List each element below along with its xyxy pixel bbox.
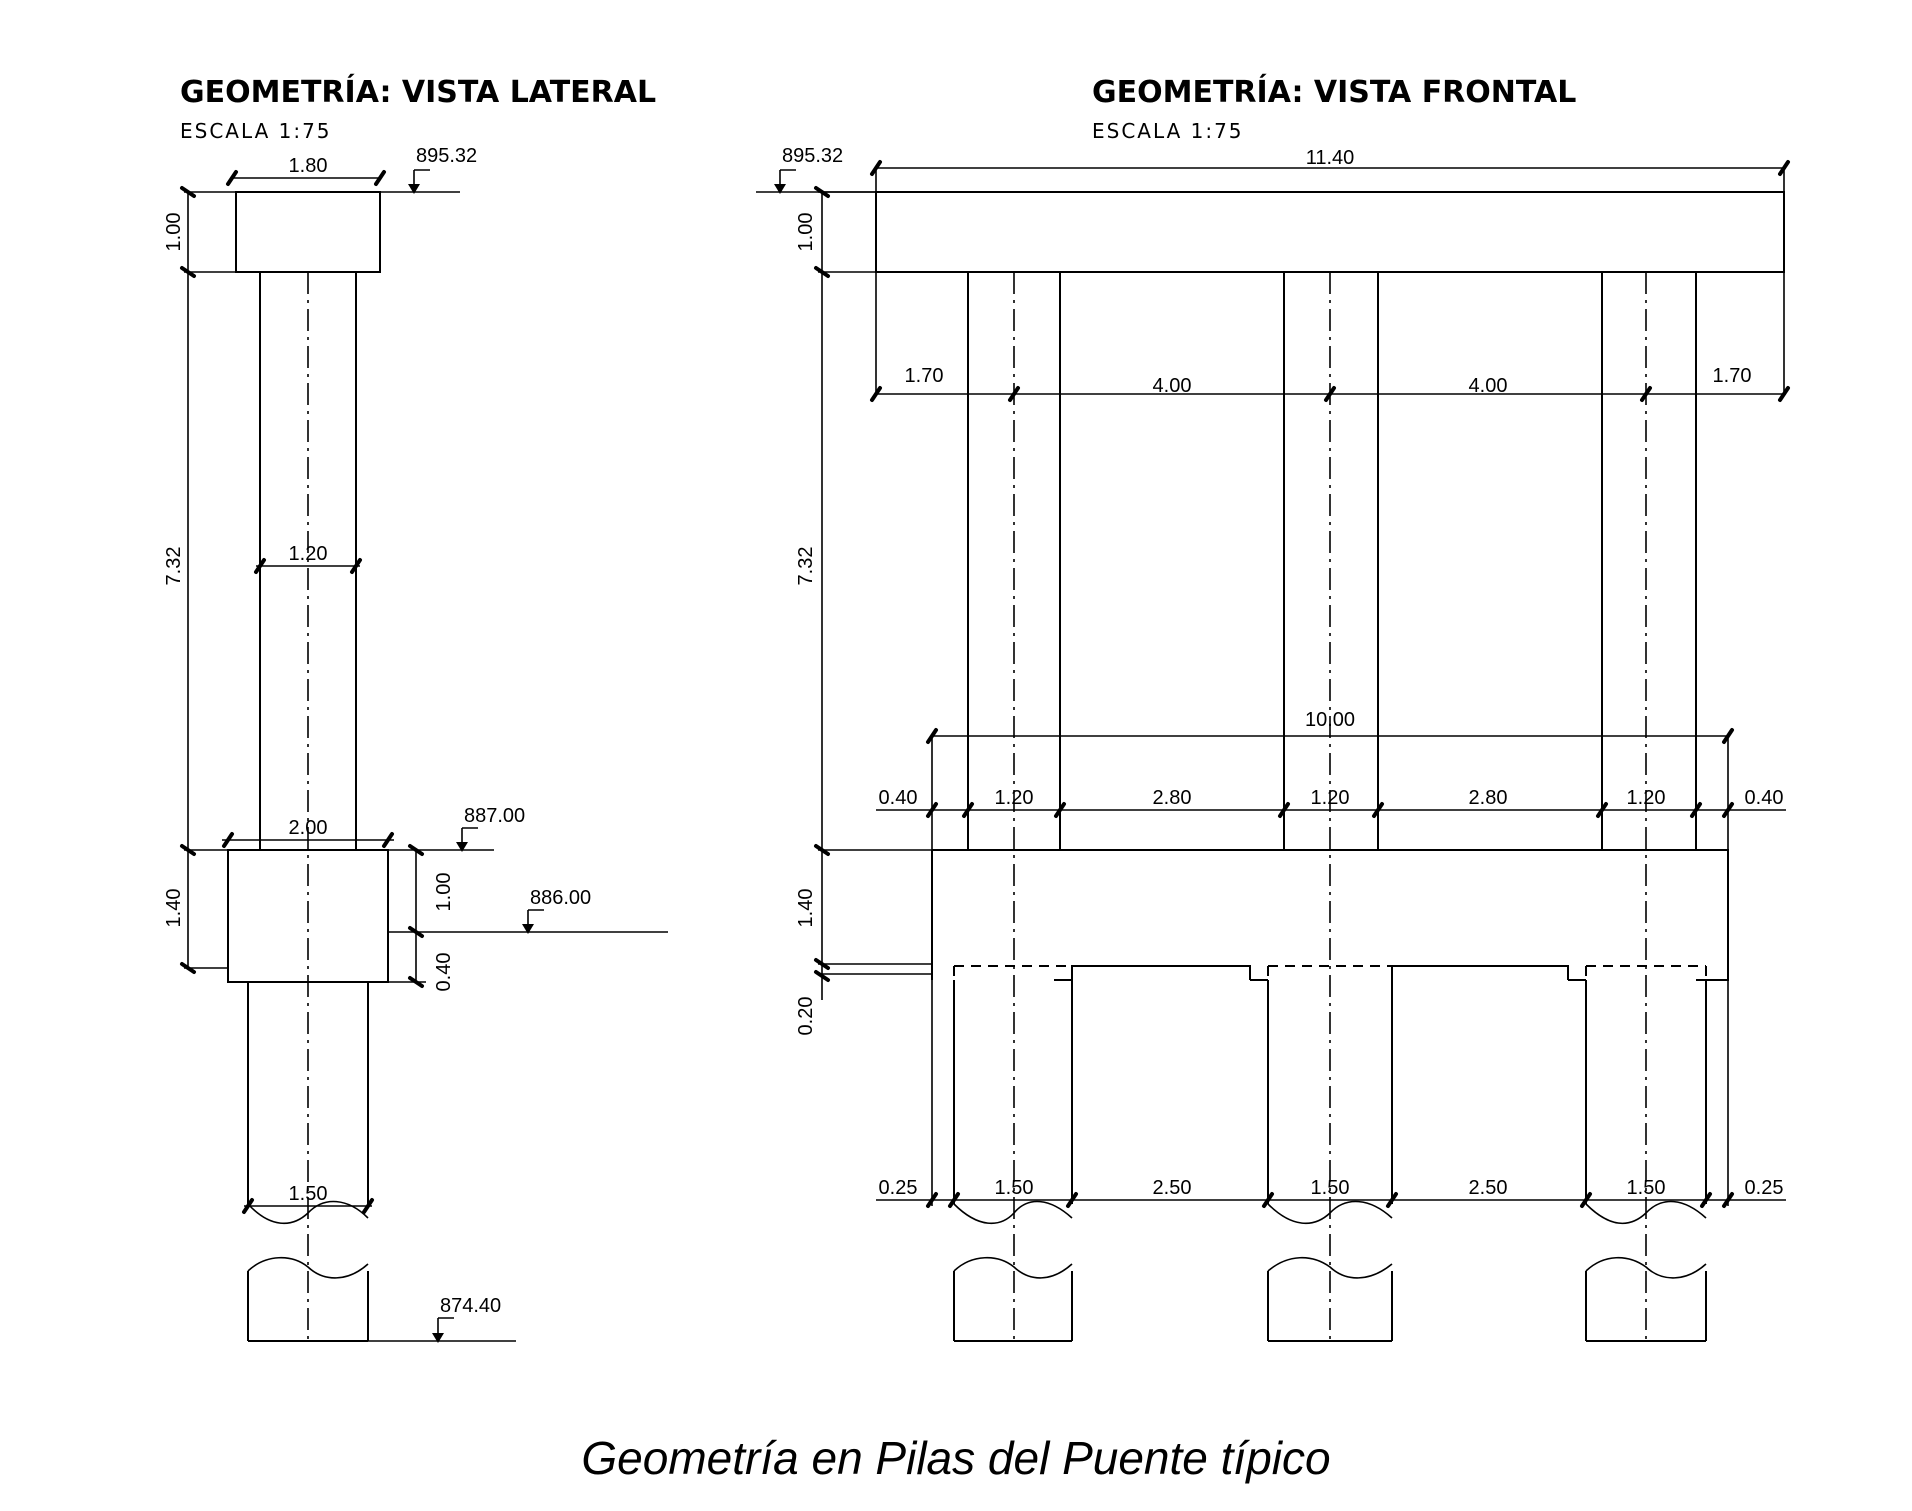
frontal-column-spacing-4: 1.20 xyxy=(1311,787,1350,809)
frontal-pile-2 xyxy=(1267,980,1393,1342)
frontal-dim-line-total xyxy=(875,167,1786,396)
frontal-cap-spacing-3: 4.00 xyxy=(1469,375,1508,397)
lateral-elev-top-marker xyxy=(380,169,460,193)
frontal-view: GEOMETRÍA: VISTA FRONTAL ESCALA 1:75 11.… xyxy=(756,74,1790,1345)
frontal-column-spacing-5: 2.80 xyxy=(1469,787,1508,809)
lateral-dim-footing-upper: 1.00 xyxy=(433,873,455,912)
frontal-pile-3 xyxy=(1585,980,1707,1342)
lateral-ground-line xyxy=(426,909,668,933)
lateral-vertical-dim-lines xyxy=(184,191,260,969)
frontal-dim-line-footing xyxy=(931,735,1729,850)
frontal-column-spacing-7: 0.40 xyxy=(1745,787,1784,809)
figure-caption: Geometría en Pilas del Puente típico xyxy=(581,1432,1330,1484)
frontal-column-spacing-1: 0.40 xyxy=(879,787,918,809)
lateral-elev-tip-marker xyxy=(368,1317,516,1342)
frontal-footing xyxy=(931,849,1729,981)
frontal-pile-breaks-lower xyxy=(953,1256,1707,1279)
frontal-pile-spacing-2: 1.50 xyxy=(995,1177,1034,1199)
lateral-view: GEOMETRÍA: VISTA LATERAL ESCALA 1:75 1.8… xyxy=(163,74,668,1345)
frontal-center-axes xyxy=(1013,272,1647,1345)
lateral-pile xyxy=(247,982,369,1342)
lateral-dim-footing-lower: 0.40 xyxy=(433,953,455,992)
frontal-column-spacing-2: 1.20 xyxy=(995,787,1034,809)
frontal-pile-spacing-4: 1.50 xyxy=(1311,1177,1350,1199)
frontal-title: GEOMETRÍA: VISTA FRONTAL xyxy=(1092,74,1576,110)
frontal-dim-footing-height: 1.40 xyxy=(795,889,817,928)
frontal-dim-column-height: 7.32 xyxy=(795,547,817,586)
lateral-right-dim-lines xyxy=(388,850,426,983)
frontal-column-spacing-6: 1.20 xyxy=(1627,787,1666,809)
lateral-pier-cap xyxy=(235,191,381,273)
lateral-elev-footing-top: 887.00 xyxy=(464,805,525,827)
frontal-pile-spacing-5: 2.50 xyxy=(1469,1177,1508,1199)
frontal-elev-top: 895.32 xyxy=(782,145,843,167)
lateral-scale: ESCALA 1:75 xyxy=(180,119,332,143)
frontal-vertical-dim-lines xyxy=(818,191,968,1000)
lateral-elev-footing-marker xyxy=(388,827,494,851)
lateral-elev-pile-tip: 874.40 xyxy=(440,1295,501,1317)
frontal-pile-spacing-3: 2.50 xyxy=(1153,1177,1192,1199)
lateral-title: GEOMETRÍA: VISTA LATERAL xyxy=(180,74,656,110)
frontal-footing-steps xyxy=(1054,965,1586,981)
frontal-pile-spacing-7: 0.25 xyxy=(1745,1177,1784,1199)
lateral-dim-cap-width: 1.80 xyxy=(289,155,328,177)
frontal-pile-extension-lines xyxy=(931,980,1729,1206)
frontal-scale: ESCALA 1:75 xyxy=(1092,119,1244,143)
frontal-pile-1 xyxy=(953,980,1073,1342)
frontal-pile-spacing-1: 0.25 xyxy=(879,1177,918,1199)
lateral-dim-footing-width: 2.00 xyxy=(289,817,328,839)
frontal-columns xyxy=(967,272,1697,850)
frontal-dim-footing-length: 10.00 xyxy=(1305,709,1355,731)
lateral-dim-column-height: 7.32 xyxy=(163,547,185,586)
lateral-dim-pile-width: 1.50 xyxy=(289,1183,328,1205)
frontal-column-spacing-3: 2.80 xyxy=(1153,787,1192,809)
frontal-cap-spacing-1: 1.70 xyxy=(905,365,944,387)
frontal-dim-cap-height: 1.00 xyxy=(795,213,817,252)
frontal-pile-spacing-6: 1.50 xyxy=(1627,1177,1666,1199)
frontal-cap-spacing-4: 1.70 xyxy=(1713,365,1752,387)
frontal-dim-footing-step: 0.20 xyxy=(795,997,817,1036)
lateral-dim-cap-height: 1.00 xyxy=(163,213,185,252)
frontal-cap-spacing-2: 4.00 xyxy=(1153,375,1192,397)
frontal-pier-cap xyxy=(875,191,1785,273)
lateral-pile-break-lower xyxy=(247,1256,369,1279)
lateral-dim-column-width: 1.20 xyxy=(289,543,328,565)
lateral-dim-footing-height: 1.40 xyxy=(163,889,185,928)
lateral-elev-top: 895.32 xyxy=(416,145,477,167)
lateral-elev-ground: 886.00 xyxy=(530,887,591,909)
frontal-dim-total-length: 11.40 xyxy=(1306,147,1355,169)
